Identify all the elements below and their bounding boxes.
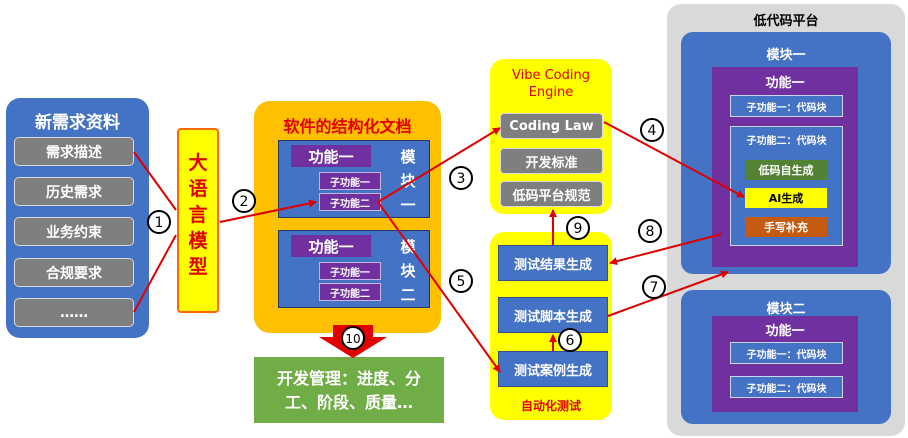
llm-char: 言 — [188, 204, 208, 226]
arrow-vibe-to-ai — [603, 121, 745, 198]
arrow-req-to-llm-bottom — [133, 234, 177, 313]
step-4-circle — [640, 118, 664, 142]
arrow-req-to-llm-top — [133, 151, 177, 211]
doc-module-2-sub2: 子功能二 — [319, 283, 381, 301]
step-2-circle — [232, 189, 256, 213]
test-case-gen: 测试案例生成 — [498, 351, 608, 387]
lowcode-module-1-title: 模块一 — [766, 48, 806, 63]
step-6-label: 6 — [566, 333, 575, 349]
vibe-item-dev-standard: 开发标准 — [500, 148, 603, 174]
step-8-circle — [638, 219, 662, 243]
module-char: 一 — [400, 196, 416, 214]
step-10-circle — [341, 326, 365, 350]
doc-module-2: 功能一 子功能一 子功能二 模 块 二 — [278, 230, 430, 308]
test-script-gen: 测试脚本生成 — [498, 297, 608, 333]
llm-char: 模 — [188, 230, 208, 252]
vibe-engine-title: Vibe Coding Engine — [490, 67, 612, 101]
doc-module-2-label: 模 块 二 — [397, 235, 419, 307]
dev-management-line2: 工、阶段、质量… — [284, 393, 413, 412]
vibe-engine-title-line1: Vibe Coding — [512, 68, 590, 83]
gen-lowcode-auto: 低码自生成 — [745, 160, 827, 180]
step-1-circle — [147, 210, 171, 234]
step-3-label: 3 — [457, 171, 466, 187]
doc-module-1-sub1: 子功能一 — [319, 172, 381, 190]
module-char: 模 — [400, 238, 416, 256]
arrow-script-to-module2 — [607, 270, 729, 317]
structured-doc-title: 软件的结构化文档 — [283, 117, 412, 136]
module-char: 块 — [400, 262, 416, 280]
lowcode-module-2-sub2: 子功能二：代码块 — [730, 376, 843, 398]
step-3-circle — [449, 166, 473, 190]
module-char: 二 — [400, 286, 416, 304]
req-item-history: 历史需求 — [14, 177, 134, 206]
step-9-label: 9 — [574, 221, 583, 237]
step-9-circle — [566, 216, 590, 240]
step-6-circle — [558, 328, 582, 352]
vibe-item-coding-law: Coding Law — [500, 113, 603, 139]
step-2-label: 2 — [240, 194, 249, 210]
lowcode-module-1-sub1: 子功能一：代码块 — [730, 95, 843, 117]
gen-ai: AI生成 — [745, 188, 827, 208]
doc-module-1-func: 功能一 — [291, 145, 371, 167]
llm-char: 大 — [188, 152, 208, 174]
test-result-gen: 测试结果生成 — [498, 245, 608, 281]
llm-box: 大 语 言 模 型 — [177, 128, 219, 313]
step-5-circle — [449, 269, 473, 293]
req-item-constraints: 业务约束 — [14, 217, 134, 246]
arrow-doc-to-vibe — [377, 127, 501, 203]
module-char: 模 — [400, 148, 416, 166]
step-8-label: 8 — [646, 224, 655, 240]
doc-module-2-func: 功能一 — [291, 235, 371, 257]
gen-handwritten: 手写补充 — [745, 217, 827, 237]
lowcode-module-1-sub2: 子功能二：代码块 — [746, 136, 827, 147]
arrow-doc-to-testcase — [377, 201, 501, 373]
step-7-label: 7 — [650, 280, 659, 296]
req-item-description: 需求描述 — [14, 137, 134, 166]
doc-module-2-sub1: 子功能一 — [319, 262, 381, 280]
lowcode-module-1-func-title: 功能一 — [765, 76, 805, 91]
lowcode-module-2-func-title: 功能一 — [765, 324, 805, 339]
doc-module-1: 功能一 子功能一 子功能二 模 块 一 — [278, 140, 430, 218]
arrow-module1-to-result — [609, 233, 723, 266]
requirements-title: 新需求资料 — [35, 113, 120, 133]
step-10-label: 10 — [345, 332, 360, 346]
llm-char: 型 — [188, 256, 208, 278]
lowcode-module-2-sub1: 子功能一：代码块 — [730, 342, 843, 364]
arrow-llm-to-doc — [219, 199, 317, 223]
auto-test-title: 自动化测试 — [520, 399, 581, 413]
step-7-circle — [642, 275, 666, 299]
lowcode-platform-title: 低代码平台 — [753, 14, 819, 29]
step-4-label: 4 — [648, 123, 657, 139]
dev-management-line1: 开发管理：进度、分 — [276, 369, 421, 388]
step-1-label: 1 — [155, 215, 164, 231]
doc-module-1-sub2: 子功能二 — [319, 193, 381, 211]
dev-management-box: 开发管理：进度、分 工、阶段、质量… — [254, 357, 444, 423]
vibe-item-lowcode-spec: 低码平台规范 — [500, 181, 603, 207]
req-item-more: …… — [14, 298, 134, 327]
step-5-label: 5 — [457, 274, 466, 290]
llm-char: 语 — [188, 178, 208, 200]
vibe-engine-title-line2: Engine — [528, 85, 574, 100]
req-item-compliance: 合规要求 — [14, 258, 134, 287]
lowcode-module-2-title: 模块二 — [766, 302, 806, 317]
